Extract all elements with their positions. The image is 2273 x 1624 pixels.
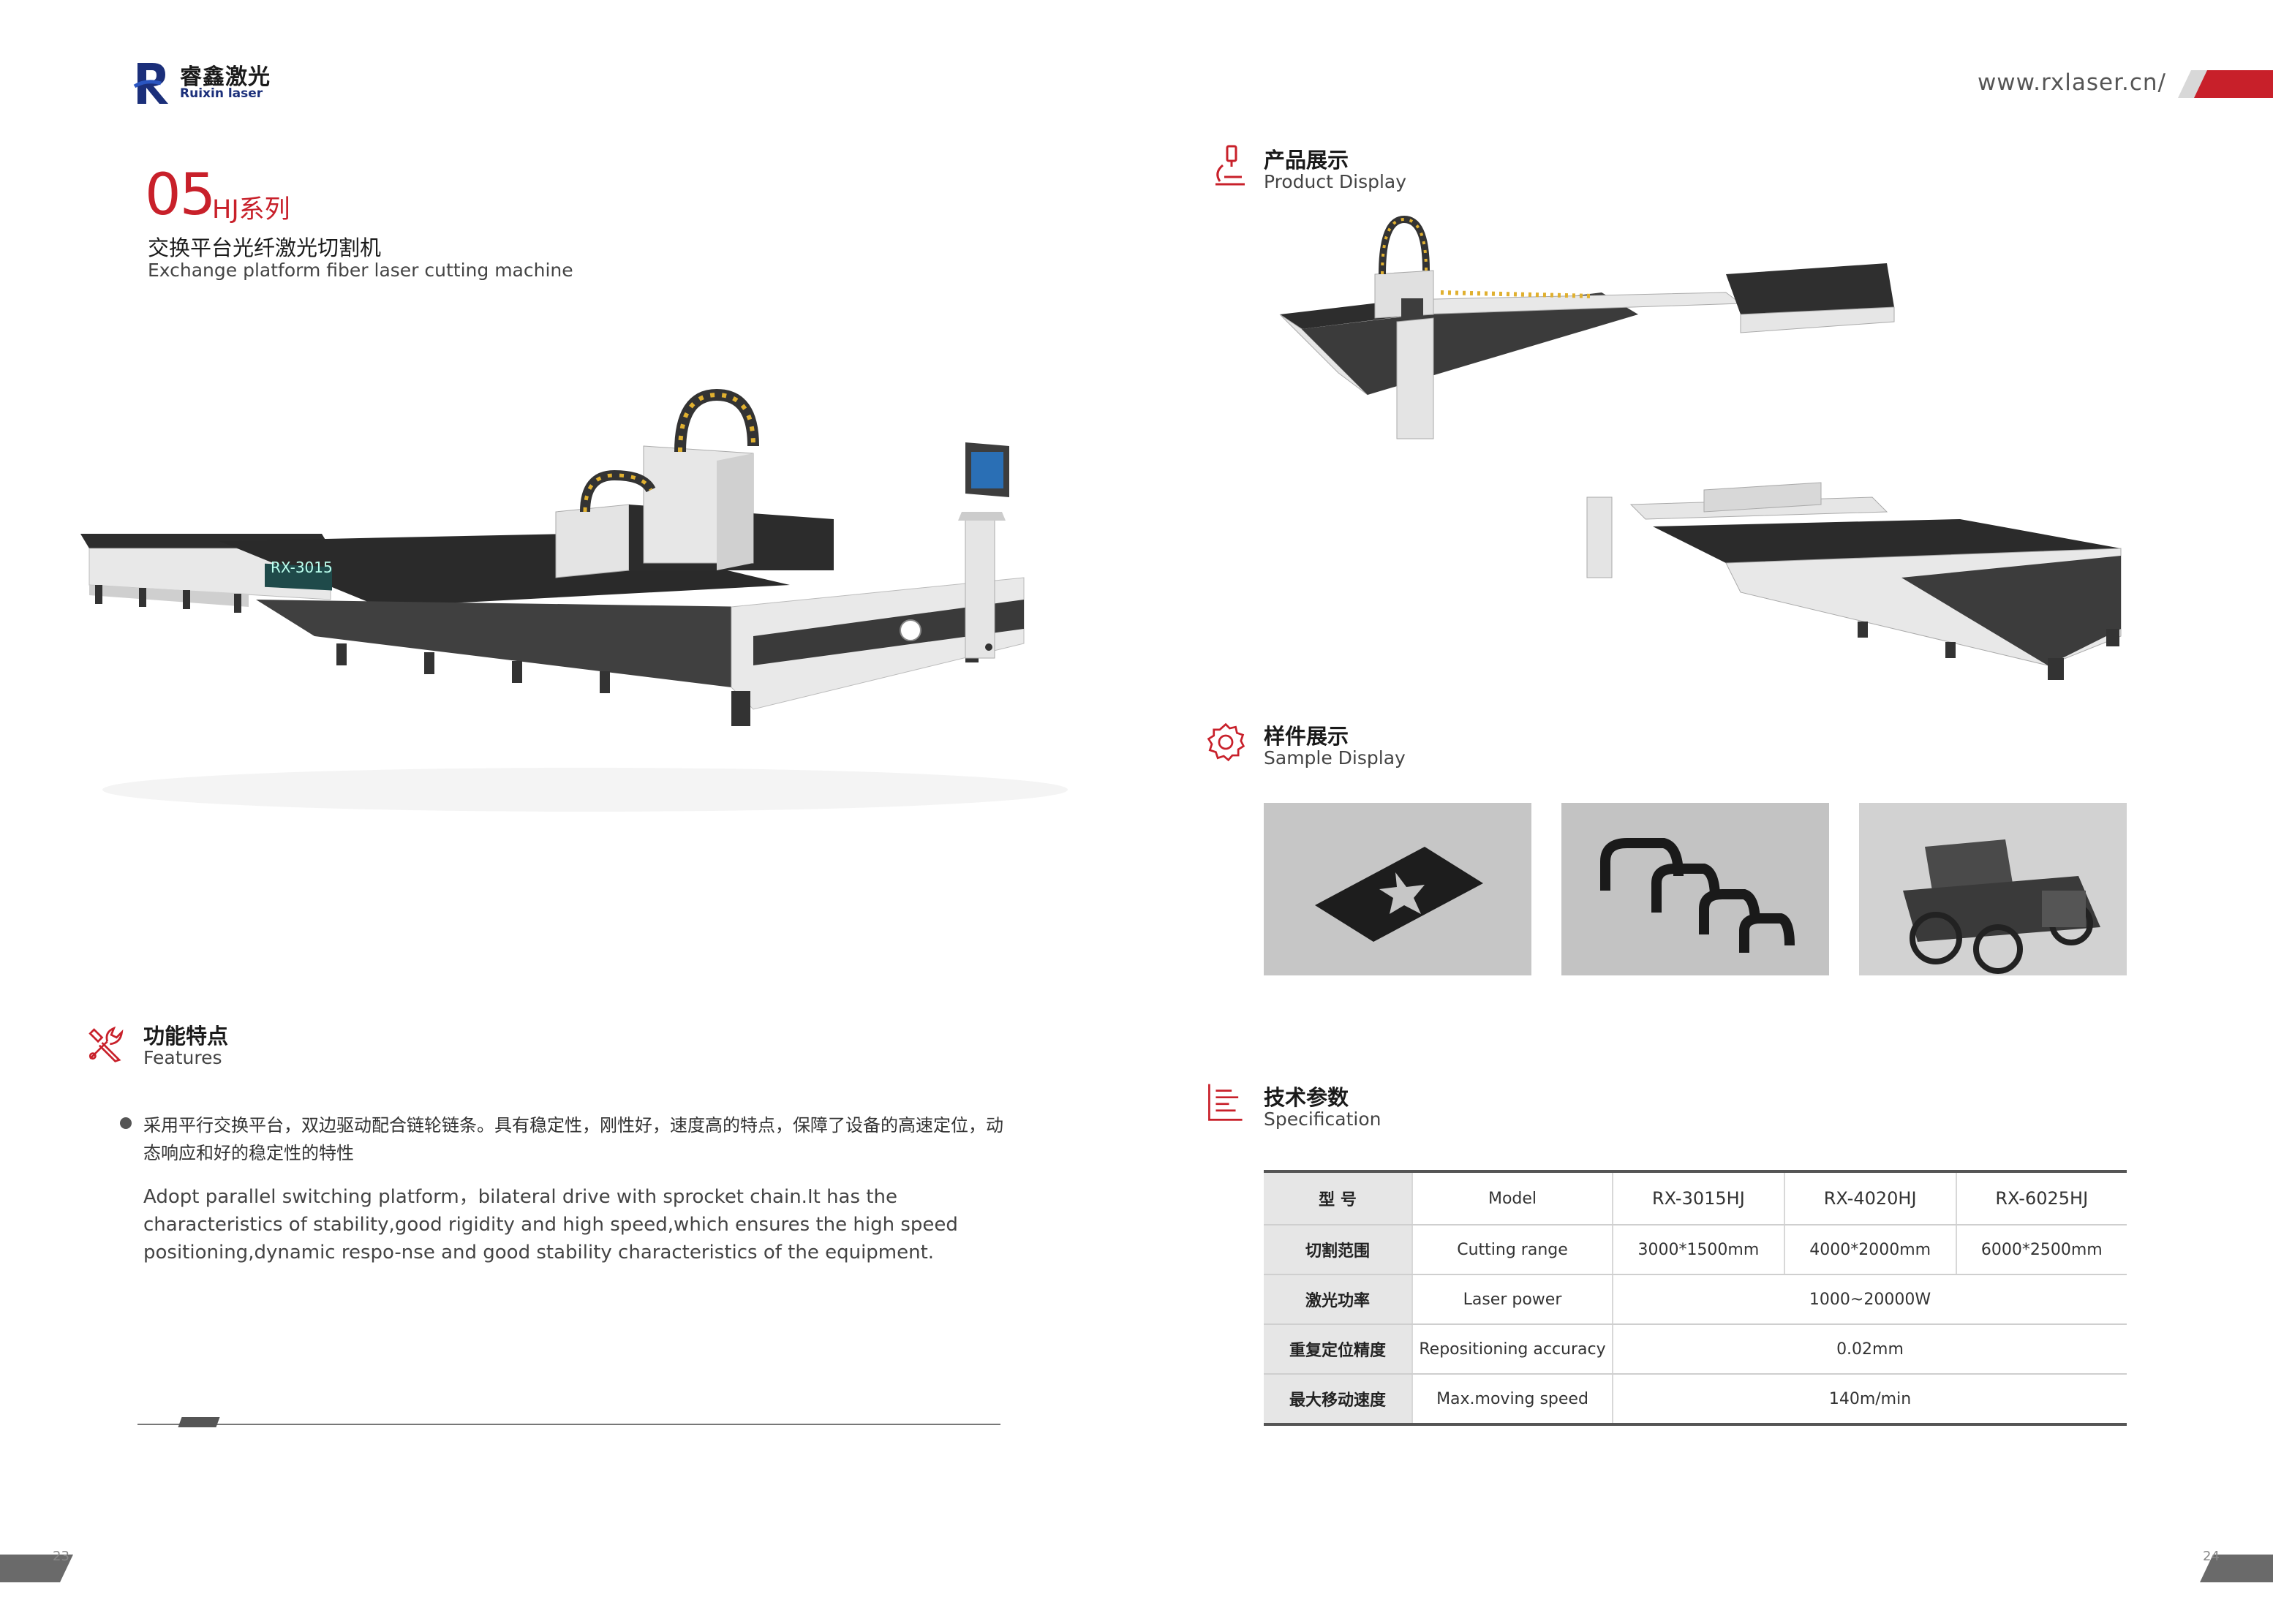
sample-image-model-car[interactable] <box>1859 803 2127 975</box>
spec-list-icon <box>1208 1084 1243 1121</box>
spec-value-cell: RX-4020HJ <box>1783 1170 1956 1225</box>
page-tab-right <box>2200 1555 2273 1582</box>
spec-header-cell: 切割范围 <box>1264 1225 1412 1275</box>
spec-value-cell: 140m/min <box>1612 1374 2127 1426</box>
product-display-title-en: Product Display <box>1264 171 1407 192</box>
product-display-title-cn: 产品展示 <box>1264 148 1349 173</box>
spec-label-cell: Laser power <box>1411 1274 1613 1325</box>
microscope-icon <box>1215 145 1245 186</box>
spec-table: 型 号 Model RX-3015HJ RX-4020HJ RX-6025HJ … <box>1264 1170 2127 1426</box>
spec-value-cell: 6000*2500mm <box>1955 1225 2127 1275</box>
series-name: HJ系列 <box>212 195 290 224</box>
features-title-en: Features <box>143 1047 222 1068</box>
sample-image-star-plate[interactable] <box>1264 803 1531 975</box>
tools-icon <box>88 1026 124 1062</box>
features-text-cn: 采用平行交换平台，双边驱动配合链轮链条。具有稳定性，刚性好，速度高的特点，保障了… <box>143 1115 1003 1163</box>
machine-title-cn: 交换平台光纤激光切割机 <box>148 235 382 260</box>
brand-name-cn: 睿鑫激光 <box>180 64 271 90</box>
product-image-side <box>1586 482 2122 680</box>
spec-row-repositioning: 重复定位精度 Repositioning accuracy 0.02mm <box>1264 1324 2127 1375</box>
machine-title-en: Exchange platform fiber laser cutting ma… <box>148 260 573 281</box>
spec-value-cell: RX-3015HJ <box>1612 1170 1784 1225</box>
brand-name-en: Ruixin laser <box>180 86 263 101</box>
spec-header-cell: 重复定位精度 <box>1264 1324 1412 1375</box>
spec-value-cell: 4000*2000mm <box>1783 1225 1956 1275</box>
sample-image-brackets[interactable] <box>1561 803 1829 975</box>
spec-row-laser-power: 激光功率 Laser power 1000~20000W <box>1264 1274 2127 1325</box>
features-divider <box>137 1424 1000 1425</box>
spec-value-cell: RX-6025HJ <box>1955 1170 2127 1225</box>
spec-label-cell: Max.moving speed <box>1411 1374 1613 1426</box>
spec-title-cn: 技术参数 <box>1264 1085 1349 1110</box>
spec-header-cell: 最大移动速度 <box>1264 1374 1412 1426</box>
brand-mark-icon <box>133 63 168 104</box>
star-plate-illustration <box>1264 803 1531 975</box>
spec-header-cell: 激光功率 <box>1264 1274 1412 1325</box>
brand-logo: 睿鑫激光 Ruixin laser <box>132 57 278 108</box>
website-url[interactable]: www.rxlaser.cn/ <box>1977 69 2166 96</box>
page-number-right: 24 <box>2203 1549 2220 1564</box>
model-car-illustration <box>1859 803 2127 975</box>
page-tab-left <box>0 1555 73 1582</box>
spec-value-cell: 3000*1500mm <box>1612 1225 1784 1275</box>
spec-value-cell: 0.02mm <box>1612 1324 2127 1375</box>
spec-label-cell: Repositioning accuracy <box>1411 1324 1613 1375</box>
spec-row-cutting-range: 切割范围 Cutting range 3000*1500mm 4000*2000… <box>1264 1225 2127 1275</box>
sample-display-title-en: Sample Display <box>1264 747 1406 768</box>
series-number: 05 <box>145 162 216 228</box>
header-accent-tab <box>2178 70 2273 98</box>
bullet-dot <box>120 1117 132 1129</box>
features-text-en: Adopt parallel switching platform，bilate… <box>143 1186 958 1264</box>
spec-header-cell: 型 号 <box>1264 1170 1412 1225</box>
machine-plate-label: RX-3015 <box>271 559 333 576</box>
product-image-front <box>1279 215 1895 439</box>
spec-label-cell: Cutting range <box>1411 1225 1613 1275</box>
features-title-cn: 功能特点 <box>143 1024 229 1049</box>
spec-title-en: Specification <box>1264 1109 1381 1130</box>
spec-row-model: 型 号 Model RX-3015HJ RX-4020HJ RX-6025HJ <box>1264 1170 2127 1225</box>
spec-row-max-speed: 最大移动速度 Max.moving speed 140m/min <box>1264 1374 2127 1426</box>
brackets-illustration <box>1561 803 1829 975</box>
sample-display-title-cn: 样件展示 <box>1264 724 1349 749</box>
spec-value-cell: 1000~20000W <box>1612 1274 2127 1325</box>
page-number-left: 23 <box>53 1549 69 1564</box>
gear-icon <box>1207 722 1245 762</box>
spec-label-cell: Model <box>1411 1170 1613 1225</box>
main-machine-image: RX-3015 <box>80 388 1068 812</box>
features-divider-tab <box>178 1417 220 1427</box>
